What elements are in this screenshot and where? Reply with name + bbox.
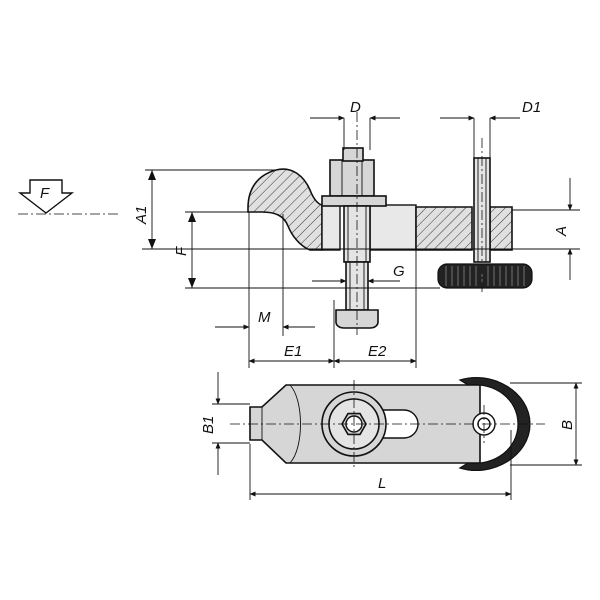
side-view: F (17, 99, 580, 368)
dim-label-F: F (173, 246, 190, 256)
dim-label-A1: A1 (133, 206, 150, 225)
force-arrow-icon (17, 179, 118, 215)
dim-label-D1: D1 (522, 99, 541, 116)
dim-label-G: G (393, 263, 405, 280)
top-view: B1 B L (200, 372, 582, 500)
dim-label-B: B (559, 420, 576, 430)
clamp-body-section (247, 168, 513, 251)
dim-label-E1: E1 (284, 343, 302, 360)
label-F-arrow: F (40, 185, 50, 202)
dim-label-D: D (350, 99, 361, 116)
dim-label-B1: B1 (200, 416, 217, 434)
dim-label-L: L (378, 475, 386, 492)
dim-label-M: M (258, 309, 271, 326)
dim-label-E2: E2 (368, 343, 387, 360)
dim-label-A: A (553, 226, 570, 237)
knurled-wheel-icon (437, 263, 533, 289)
support-screw (437, 138, 533, 295)
